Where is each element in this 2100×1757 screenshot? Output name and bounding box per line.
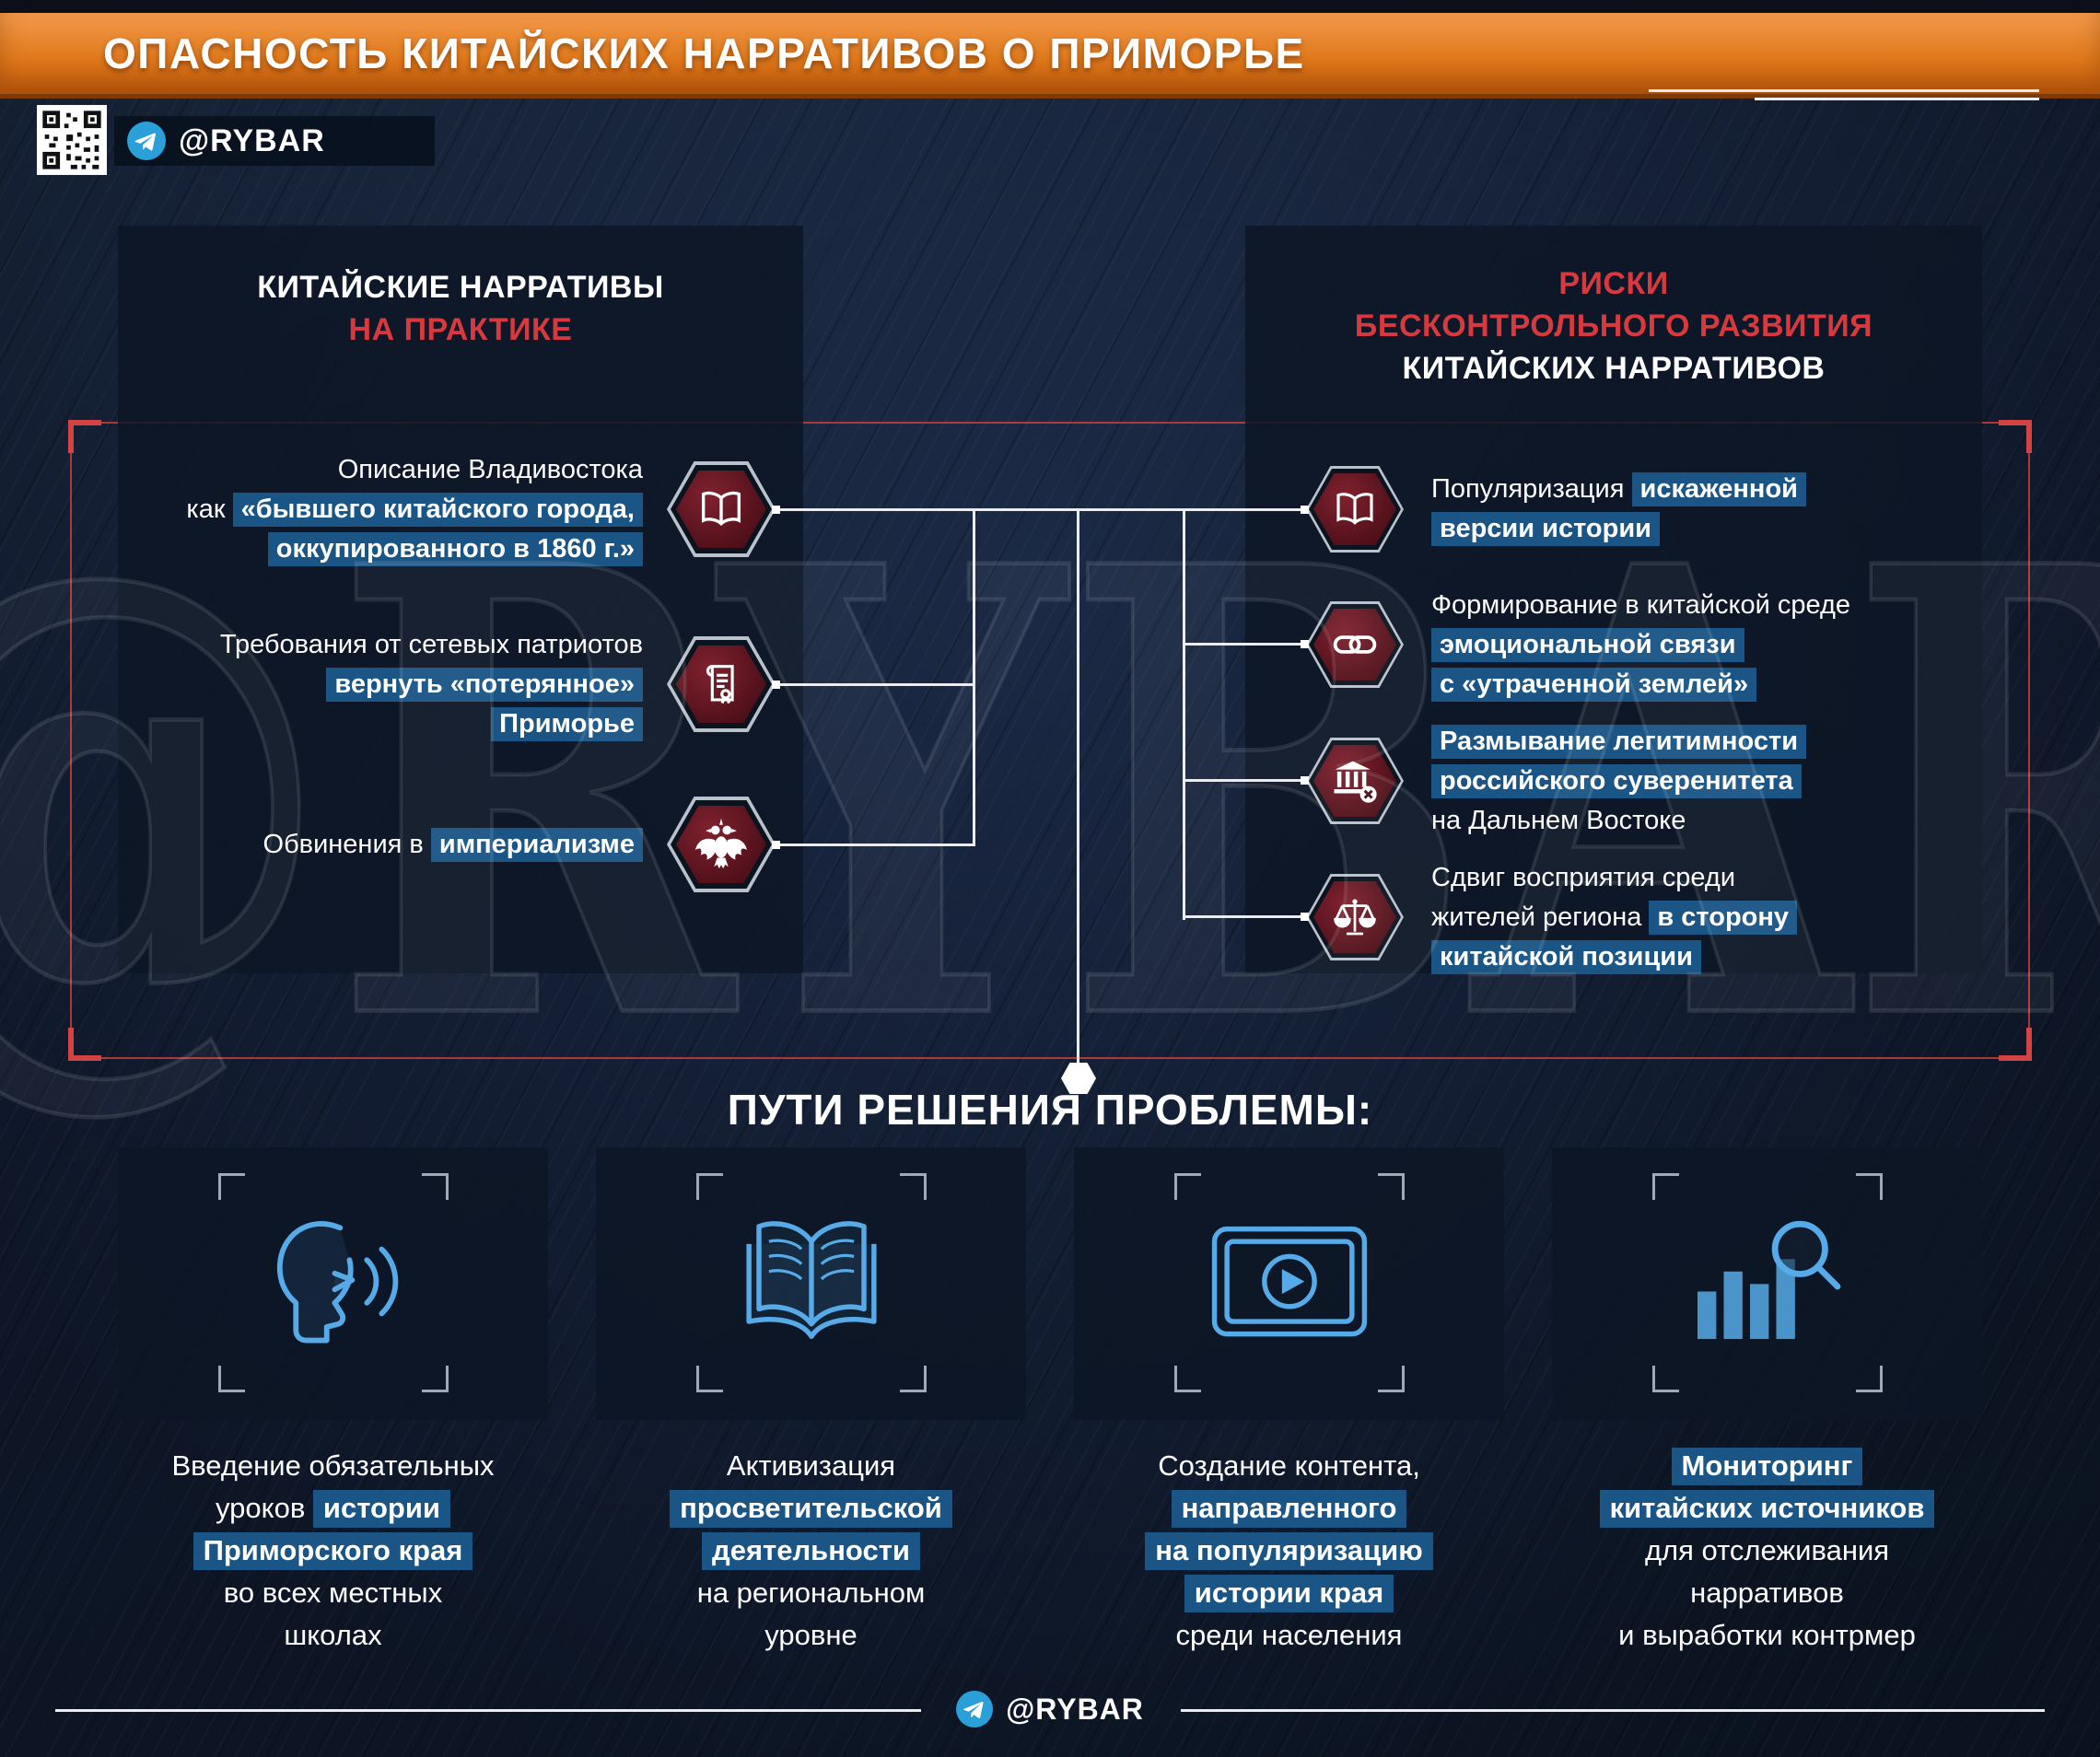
brand-handle: @RYBAR (179, 122, 325, 158)
connector-node (772, 506, 780, 514)
solution-card-content (1074, 1147, 1504, 1420)
connector-line (779, 683, 973, 686)
connector-node (1183, 915, 1304, 918)
connector-line (1183, 643, 1304, 646)
solution-card-education (596, 1147, 1026, 1420)
connector-node (1301, 913, 1309, 921)
panel-title-line-red: НА ПРАКТИКЕ (348, 312, 573, 347)
icon-frame (217, 1173, 449, 1392)
frame-corner (68, 420, 101, 453)
panel-title: РИСКИ БЕСКОНТРОЛЬНОГО РАЗВИТИЯ КИТАЙСКИХ… (1245, 226, 1982, 390)
connector-node (1301, 640, 1309, 648)
connector-line (779, 844, 973, 846)
top-strip (0, 0, 2100, 13)
connector-node (1301, 506, 1309, 514)
speaking-head-icon (276, 1221, 398, 1344)
solution-card-school-lessons (118, 1147, 548, 1420)
frame-corner (1999, 420, 2032, 453)
scales-icon (1306, 874, 1404, 960)
frame-corner (1999, 1028, 2032, 1061)
double-eagle-icon (667, 797, 776, 892)
open-book-outline-icon (745, 1221, 877, 1340)
bank-crossed-icon (1306, 738, 1404, 824)
qr-code-image (41, 109, 103, 171)
header-bar: ОПАСНОСТЬ КИТАЙСКИХ НАРРАТИВОВ О ПРИМОРЬ… (0, 13, 2100, 99)
chain-link-icon (1306, 601, 1404, 688)
panel-chinese-narratives: КИТАЙСКИЕ НАРРАТИВЫ НА ПРАКТИКЕ Описание… (118, 226, 803, 973)
deco-line (1755, 98, 2039, 100)
connector-line (1183, 508, 1185, 920)
connector-line (779, 508, 973, 511)
connector-node (772, 841, 780, 849)
page-title: ОПАСНОСТЬ КИТАЙСКИХ НАРРАТИВОВ О ПРИМОРЬ… (103, 29, 1305, 77)
panel-title-line-red: БЕСКОНТРОЛЬНОГО РАЗВИТИЯ (1354, 308, 1873, 343)
connector-line-central (1077, 508, 1079, 1068)
connector-node (772, 681, 780, 689)
chart-magnifier-icon (1697, 1220, 1840, 1340)
frame-corner (68, 1028, 101, 1061)
footer-brand-handle: @RYBAR (1006, 1692, 1144, 1726)
telegram-icon (956, 1691, 994, 1728)
hexagon-bullet (1061, 1063, 1096, 1094)
panel-title-line-red: РИСКИ (1558, 266, 1669, 301)
connector-line (1183, 779, 1304, 782)
solutions-title: ПУТИ РЕШЕНИЯ ПРОБЛЕМЫ: (727, 1086, 1373, 1134)
icon-frame (1173, 1173, 1405, 1392)
qr-code (37, 105, 107, 175)
narrative-item: Обвинения в империализме (118, 771, 803, 918)
brand-strip: @RYBAR (114, 116, 435, 166)
panel-risks: РИСКИ БЕСКОНТРОЛЬНОГО РАЗВИТИЯ КИТАЙСКИХ… (1245, 226, 1982, 974)
panel-title: КИТАЙСКИЕ НАРРАТИВЫ НА ПРАКТИКЕ (118, 226, 803, 351)
video-player-icon (1211, 1226, 1367, 1337)
telegram-icon (127, 122, 166, 160)
connector-line (1183, 508, 1304, 511)
icon-frame (1651, 1173, 1883, 1392)
open-book-icon (667, 461, 776, 557)
panel-title-line: КИТАЙСКИХ НАРРАТИВОВ (1402, 351, 1826, 386)
open-book-icon (1306, 466, 1404, 553)
footer-brand: @RYBAR (0, 1691, 2100, 1728)
red-frame (68, 420, 2032, 1061)
connector-node (1301, 776, 1309, 785)
panel-title-line: КИТАЙСКИЕ НАРРАТИВЫ (257, 270, 664, 305)
footer-line (55, 1709, 921, 1712)
deco-line (1649, 89, 2039, 92)
footer-line (1181, 1709, 2045, 1712)
connector-line (973, 508, 975, 846)
icon-frame (695, 1173, 927, 1392)
solution-card-monitoring (1552, 1147, 1982, 1420)
scroll-decree-icon (667, 636, 776, 732)
narrative-item-text: Обвинения в империализме (263, 824, 643, 866)
